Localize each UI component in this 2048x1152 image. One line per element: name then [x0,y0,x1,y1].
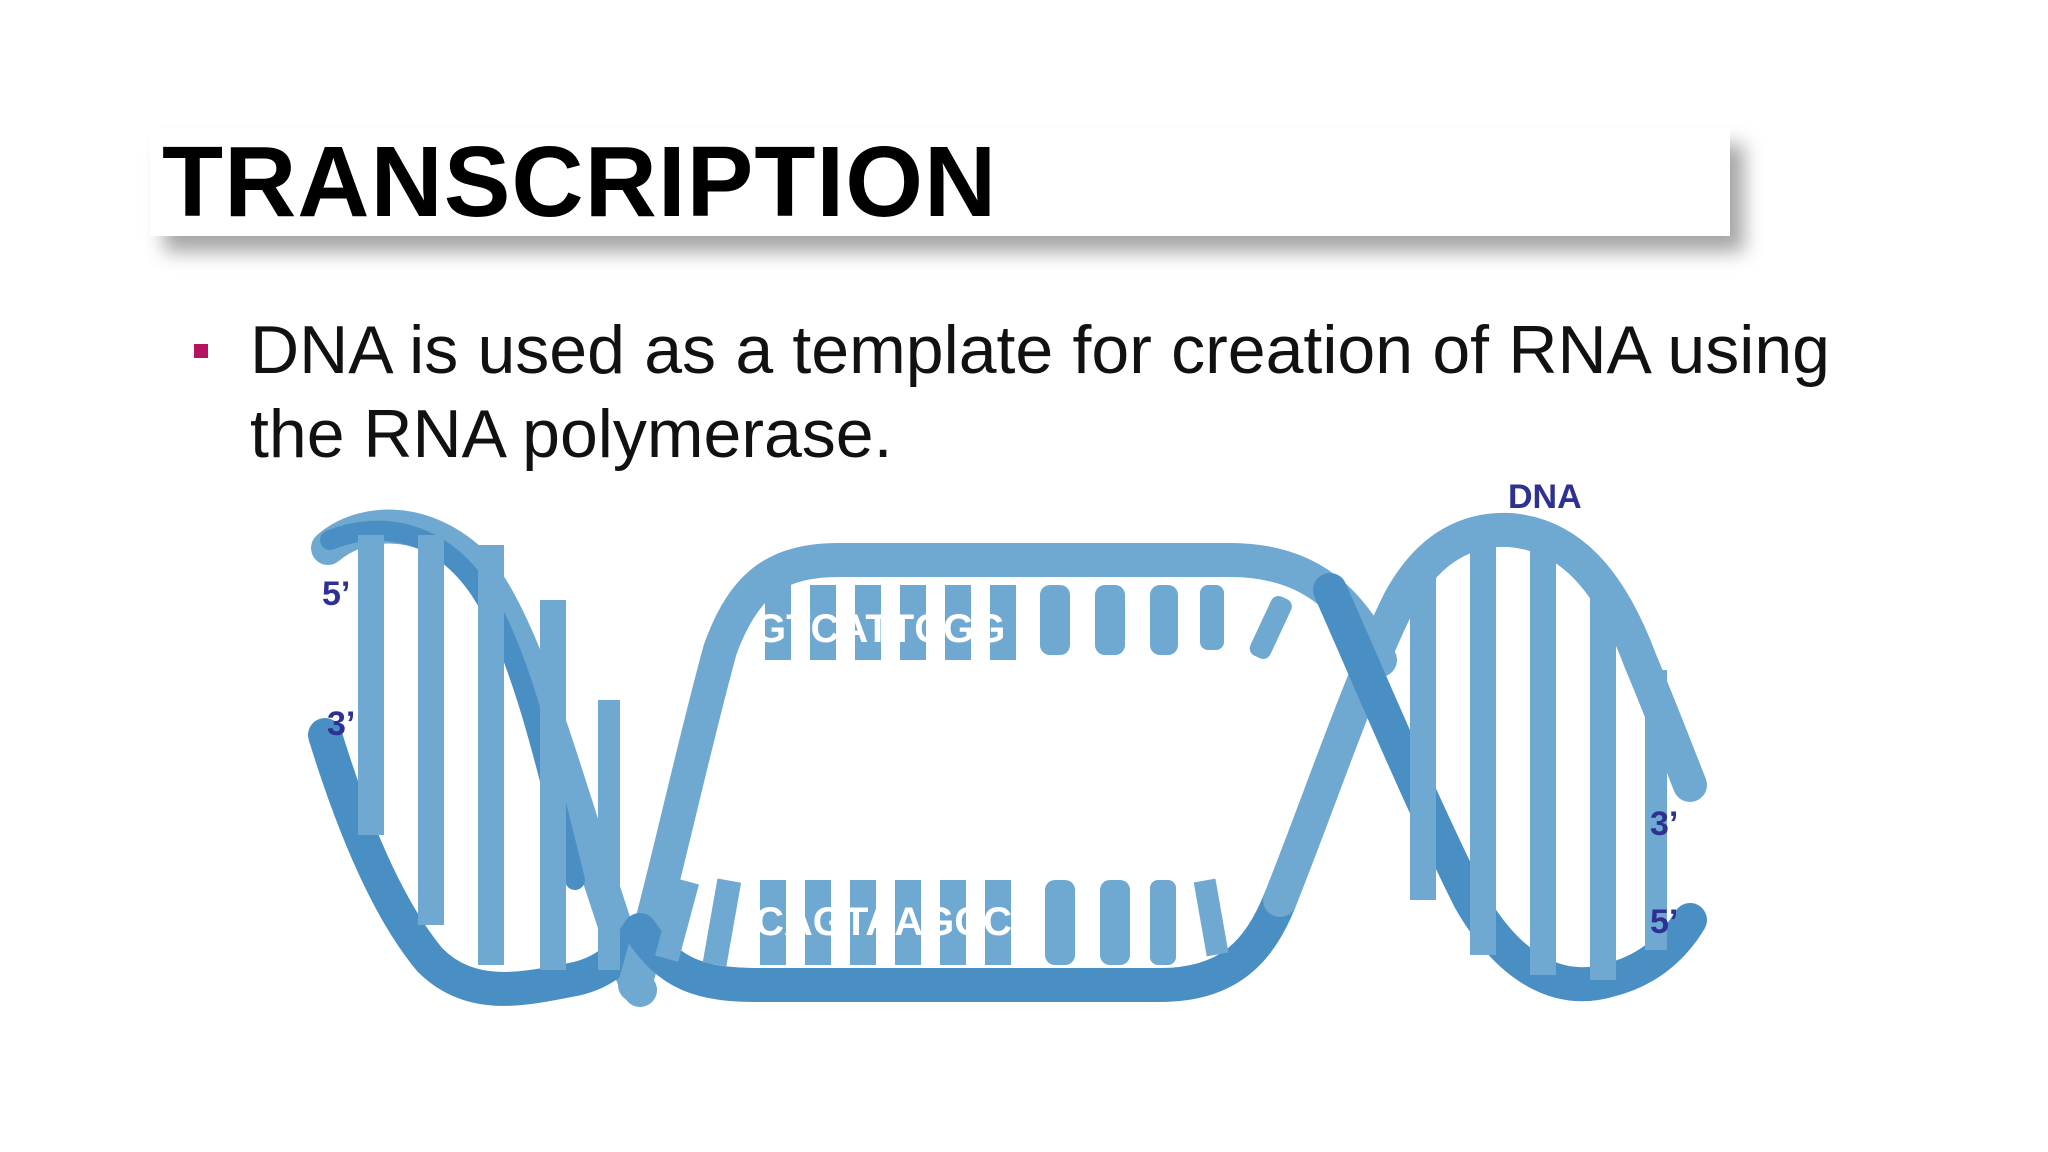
left-top-end-label: 5’ [322,575,350,613]
title-banner [150,128,1730,236]
left-helix-backbone-c [320,520,585,890]
base-tooth [850,880,876,965]
base-pair-rung [478,545,504,965]
right-helix-backbone-a [1263,512,1707,917]
right-helix-backbone-b [1313,573,1707,1002]
base-tooth [1200,585,1224,650]
left-helix-backbone-b [308,718,657,1006]
base-tooth [1045,880,1075,965]
bottom-sequence-label: CAGTAAGCC [755,900,1012,944]
bottom-strand-backbone [623,883,1297,1002]
left-helix-rungs [358,535,620,970]
base-pair-rung [358,535,384,835]
base-tooth [945,585,971,660]
base-pair-rung [540,600,566,970]
bullet-text: DNA is used as a template for creation o… [250,312,1830,472]
bullet-square-icon [194,344,208,358]
right-helix [1263,512,1707,1002]
open-bubble: GTCATTCGG CAGTAAGCC [618,543,1397,1002]
dna-label: DNA [1508,478,1582,516]
base-tooth [655,878,699,962]
base-pair-rung [1645,670,1667,950]
left-helix [308,509,657,1007]
base-tooth [1150,880,1176,965]
base-tooth [855,585,881,660]
base-tooth [805,880,831,965]
base-tooth [765,585,791,660]
right-top-end-label: 3’ [1650,805,1678,843]
base-tooth [985,880,1011,965]
base-tooth [702,878,742,967]
base-pair-rung [1530,545,1556,975]
base-tooth [1100,880,1130,965]
base-tooth [895,880,921,965]
left-helix-backbone-a [311,509,657,1007]
base-pair-rung [1590,580,1616,980]
base-pair-rung [418,535,444,925]
base-tooth [940,880,966,965]
base-tooth [990,585,1016,660]
right-bottom-end-label: 5’ [1650,903,1678,941]
left-bottom-end-label: 3’ [327,705,355,743]
base-pair-rung [1470,545,1496,955]
base-tooth [1193,878,1229,957]
base-tooth [1095,585,1125,655]
top-sequence-label: GTCATTCGG [755,607,1005,651]
base-tooth [1150,585,1178,655]
base-tooth [1249,595,1292,659]
right-helix-rungs [1410,545,1667,980]
base-pair-rung [598,700,620,970]
base-tooth [900,585,926,660]
slide-title: TRANSCRIPTION [162,126,998,238]
bullet-list: DNA is used as a template for creation o… [190,308,1830,476]
top-strand-bases [765,585,1292,660]
base-pair-rung [1410,570,1436,900]
bottom-strand-bases [655,878,1229,967]
bullet-item: DNA is used as a template for creation o… [190,308,1830,476]
base-tooth [760,880,786,965]
base-tooth [810,585,836,660]
base-tooth [1040,585,1070,655]
top-strand-backbone [618,543,1397,1002]
